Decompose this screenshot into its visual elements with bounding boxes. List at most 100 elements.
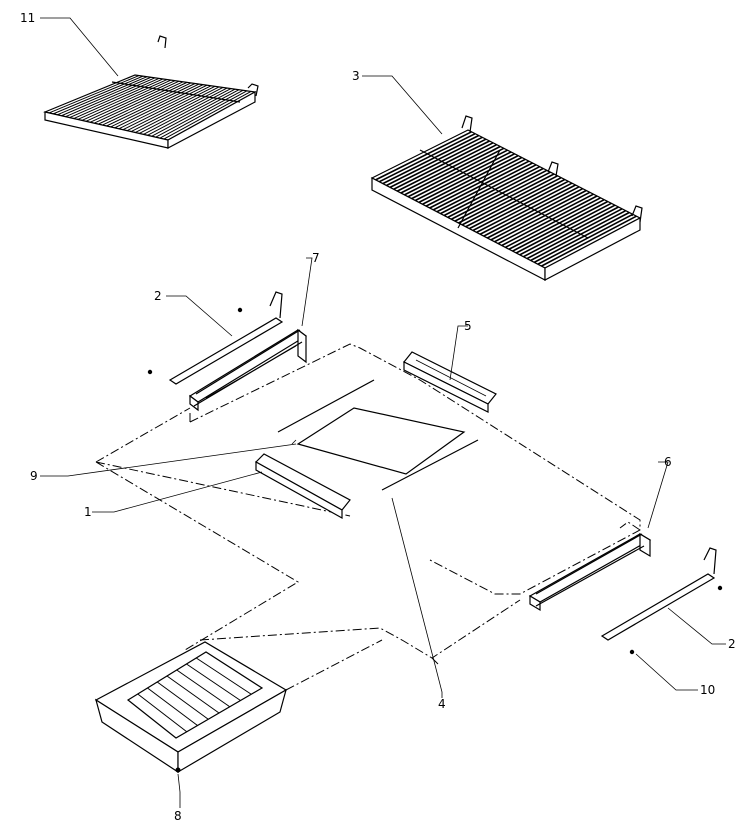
wire-bar (163, 90, 252, 140)
wire-shelf-large (370, 115, 643, 281)
wire-bar (53, 75, 144, 115)
wire-bar (418, 153, 515, 204)
wire-bar (386, 136, 483, 187)
wire-bar (143, 88, 232, 135)
wire-bar (512, 200, 609, 252)
wire-bar (533, 211, 630, 264)
callout-2-left: 2 (154, 289, 162, 303)
wire-bar (490, 189, 587, 241)
wire-bar (93, 81, 184, 124)
wire-bar (497, 193, 594, 245)
wire-bar (479, 184, 576, 235)
wire-bar (159, 90, 248, 139)
wire-bar (110, 83, 200, 128)
assembly-outline (95, 343, 641, 651)
wire-bar (147, 88, 236, 136)
wire-bar (396, 142, 494, 192)
callout-2-right: 2 (728, 637, 736, 651)
callout-11: 11 (20, 11, 35, 25)
wire-bar (195, 657, 252, 695)
wire-bar (378, 132, 476, 183)
callout-6: 6 (664, 455, 672, 469)
wire-bar (118, 84, 208, 130)
shelf-bracket-right (600, 547, 723, 655)
wire-bar (61, 76, 152, 117)
wire-bar (523, 206, 619, 258)
wire-bar (519, 204, 616, 256)
wire-bar (425, 156, 523, 207)
callout-5: 5 (464, 319, 472, 333)
wire-bar (137, 693, 188, 733)
wire-bar (155, 89, 244, 138)
shelf-bracket-left (147, 291, 284, 385)
wire-bar (443, 165, 541, 217)
wire-bar (486, 187, 584, 239)
wire-bar (476, 182, 573, 234)
wire-bar (393, 140, 490, 190)
wire-bar (102, 82, 192, 126)
wire-bar (461, 175, 558, 226)
wire-bar (526, 208, 623, 260)
wire-bar (436, 162, 533, 213)
glass-shelf-panel (291, 407, 466, 475)
wire-bar (407, 147, 505, 198)
wire-bar (530, 209, 627, 262)
wire-bar (422, 154, 519, 205)
wire-bar (465, 176, 562, 228)
support-rail-right (528, 532, 652, 612)
wire-bar (69, 77, 160, 119)
wire-bar (508, 198, 605, 250)
wire-bar (48, 75, 140, 114)
wire-bar (501, 195, 598, 247)
wire-bar (375, 131, 472, 181)
callout-10: 10 (700, 683, 715, 697)
wire-shelf-small (43, 35, 259, 149)
wire-bar (134, 87, 224, 133)
wire-bar (130, 86, 220, 133)
wire-bar (404, 145, 501, 196)
wire-bar (73, 78, 164, 119)
wire-bar (483, 186, 580, 237)
wire-bar (468, 178, 566, 230)
wire-bar (440, 164, 537, 215)
crisper-drawer (94, 641, 288, 774)
callout-labels: 11 3 2 7 5 9 1 6 4 2 10 8 (20, 11, 736, 823)
wire-bar (494, 191, 591, 243)
wire-bar (176, 669, 231, 708)
wire-bar (114, 84, 204, 129)
wire-bar (429, 158, 526, 209)
wire-bar (515, 202, 612, 254)
support-rail-left (188, 328, 308, 412)
wire-bar (411, 149, 508, 200)
callout-8: 8 (174, 809, 182, 823)
wire-bar (504, 197, 601, 249)
wire-bar (81, 79, 172, 121)
wire-bar (156, 681, 209, 720)
callout-4: 4 (438, 697, 446, 711)
wire-bar (77, 79, 168, 120)
wire-bar (89, 80, 180, 123)
glass-trim-strips (277, 379, 479, 491)
wire-bar (151, 89, 240, 137)
wire-bar (122, 85, 212, 131)
wire-bar (382, 134, 480, 185)
wire-bar (65, 77, 156, 118)
wire-bar (186, 663, 241, 701)
drawer-track-outline (199, 599, 521, 691)
wire-bar (389, 138, 487, 189)
wire-bar (447, 167, 544, 219)
wire-bar (147, 687, 198, 726)
crisper-cover-trim (403, 351, 497, 413)
wire-bar (57, 76, 148, 116)
wire-bar (106, 83, 196, 127)
callout-7: 7 (312, 251, 320, 265)
wire-bar (126, 85, 216, 132)
wire-bar (139, 87, 228, 134)
wire-bar (166, 675, 220, 714)
wire-bar (537, 213, 634, 265)
callout-9: 9 (30, 469, 38, 483)
wire-bar (458, 173, 555, 224)
wire-bar (400, 143, 498, 194)
wire-bar (541, 215, 637, 267)
